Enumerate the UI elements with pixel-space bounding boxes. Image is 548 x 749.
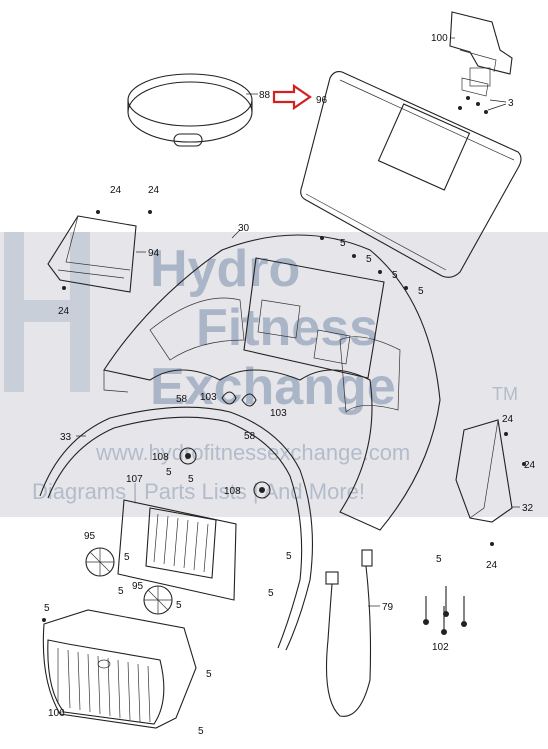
- callout-24-e: 24: [486, 560, 498, 571]
- callout-24-a: 24: [110, 185, 122, 196]
- callout-5-d: 5: [418, 286, 424, 297]
- watermark-trademark: TM: [492, 384, 518, 404]
- part-100-bracket: [449, 11, 513, 97]
- callout-5-f: 5: [188, 474, 194, 485]
- callout-58-a: 58: [176, 394, 188, 405]
- part-94-tray: [47, 215, 137, 293]
- callout-24-b: 24: [148, 185, 160, 196]
- callout-5-g: 5: [286, 551, 292, 562]
- watermark-band: [0, 232, 548, 517]
- part-108-grip-right: [253, 481, 271, 499]
- part-96-console-cover: [300, 71, 522, 278]
- callout-32: 32: [522, 503, 534, 514]
- callout-100: 100: [431, 33, 448, 44]
- callout-108-a: 108: [152, 452, 169, 463]
- callout-95-a: 95: [84, 531, 96, 542]
- part-107-grille: [117, 499, 237, 601]
- watermark-brand-line3: Exchange: [150, 358, 396, 416]
- callout-5-c: 5: [392, 270, 398, 281]
- callout-5-a: 5: [340, 238, 346, 249]
- callout-5-b: 5: [366, 254, 372, 265]
- part-95-fan-bottom: [143, 585, 173, 615]
- callout-95-b: 95: [132, 581, 144, 592]
- callout-5-h: 5: [268, 588, 274, 599]
- callout-5-m: 5: [44, 603, 50, 614]
- callout-106: 106: [48, 708, 65, 719]
- callout-5-e: 5: [166, 467, 172, 478]
- watermark-brand-line2: Fitness: [196, 299, 378, 357]
- callout-5-i: 5: [124, 552, 130, 563]
- callout-5-n: 5: [206, 669, 212, 680]
- callout-30: 30: [238, 223, 250, 234]
- callout-108-b: 108: [224, 486, 241, 497]
- highlight-arrow: [272, 83, 312, 111]
- part-79-wire: [325, 549, 373, 717]
- callout-24-e-inline: 24: [524, 460, 536, 471]
- watermark-brand-line1: Hydro: [150, 240, 300, 298]
- part-108-grip-left: [179, 447, 197, 465]
- callout-5-o: 5: [198, 726, 204, 737]
- callout-5-k: 5: [176, 600, 182, 611]
- callout-103-a: 103: [200, 392, 217, 403]
- watermark-tagline: Diagrams | Parts Lists | And More!: [32, 479, 365, 504]
- part-33-handlebar: [39, 406, 313, 651]
- callout-88: 88: [259, 90, 271, 101]
- callout-3: 3: [508, 98, 514, 109]
- callout-102: 102: [432, 642, 449, 653]
- callout-5-j: 5: [118, 586, 124, 597]
- callout-58-b: 58: [244, 431, 256, 442]
- part-102-bolts: [423, 586, 467, 635]
- callout-103-b: 103: [270, 408, 287, 419]
- callout-5-l: 5: [436, 554, 442, 565]
- callout-33: 33: [60, 432, 72, 443]
- callout-79: 79: [382, 602, 394, 613]
- callout-24-d: 24: [502, 414, 514, 425]
- part-88-band: [127, 73, 253, 147]
- part-30-console-housing: [103, 234, 441, 531]
- part-106-housing: [42, 609, 197, 729]
- callout-107: 107: [126, 474, 143, 485]
- callout-96: 96: [316, 95, 328, 106]
- part-32-tray: [455, 419, 513, 523]
- screws-3: [458, 96, 507, 114]
- watermark-url: www.hydrofitnessexchange.com: [95, 440, 410, 465]
- part-95-fan-top: [85, 547, 115, 577]
- callout-24-c: 24: [58, 306, 70, 317]
- part-103-clips: [221, 391, 257, 407]
- screws-5-top: [320, 236, 408, 290]
- callout-94: 94: [148, 248, 160, 259]
